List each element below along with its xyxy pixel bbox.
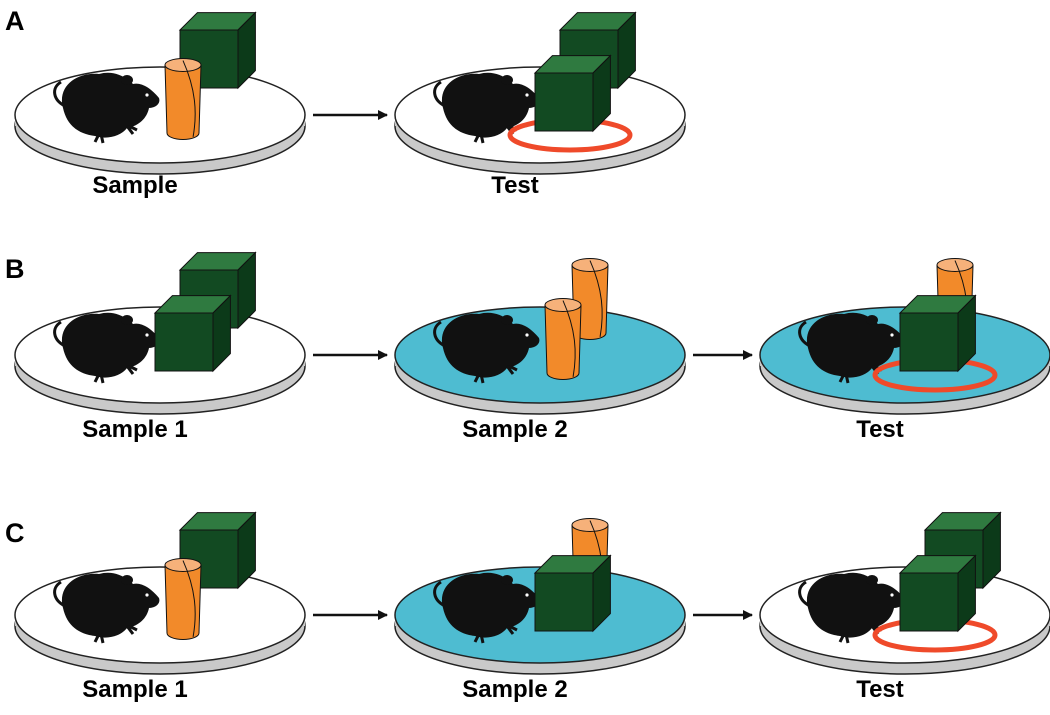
cube-object xyxy=(153,294,232,373)
panel-a: A Sample Test xyxy=(5,6,686,199)
stage-arena xyxy=(14,251,306,415)
stage-label: Sample xyxy=(92,172,177,199)
rat-icon xyxy=(798,572,905,644)
rat-icon xyxy=(53,312,160,384)
rat-icon xyxy=(53,72,160,144)
cylinder-object xyxy=(164,558,202,640)
rat-icon xyxy=(798,312,905,384)
panel-letter: A xyxy=(5,6,25,36)
arena-surface xyxy=(394,306,686,404)
stage-arena xyxy=(14,511,306,675)
stage-label: Sample 1 xyxy=(82,676,187,703)
panel-letter: B xyxy=(5,254,25,284)
stage-arena xyxy=(759,511,1050,675)
cube-object xyxy=(533,54,612,133)
rat-icon xyxy=(53,572,160,644)
arena-surface xyxy=(14,66,306,164)
stage-label: Sample 2 xyxy=(462,416,567,443)
rat-icon xyxy=(433,572,540,644)
cylinder-object xyxy=(164,58,202,140)
panel-c: C Sample 1 Sample 2 Test xyxy=(5,511,1050,703)
stage-arena xyxy=(759,258,1050,415)
stage-arena xyxy=(394,11,686,175)
cube-object xyxy=(898,294,977,373)
stage-arena xyxy=(394,258,686,415)
cube-object xyxy=(898,554,977,633)
stage-label: Sample 2 xyxy=(462,676,567,703)
stage-label: Sample 1 xyxy=(82,416,187,443)
stage-label: Test xyxy=(856,676,904,703)
rat-icon xyxy=(433,312,540,384)
panel-b: B Sample 1 Sample 2 Test xyxy=(5,251,1050,443)
cylinder-object xyxy=(544,298,582,380)
panel-letter: C xyxy=(5,518,25,548)
rat-icon xyxy=(433,72,540,144)
arena-surface xyxy=(14,566,306,664)
stage-arena xyxy=(394,518,686,675)
cube-object xyxy=(533,554,612,633)
stage-label: Test xyxy=(856,416,904,443)
stage-label: Test xyxy=(491,172,539,199)
stage-arena xyxy=(14,11,306,175)
